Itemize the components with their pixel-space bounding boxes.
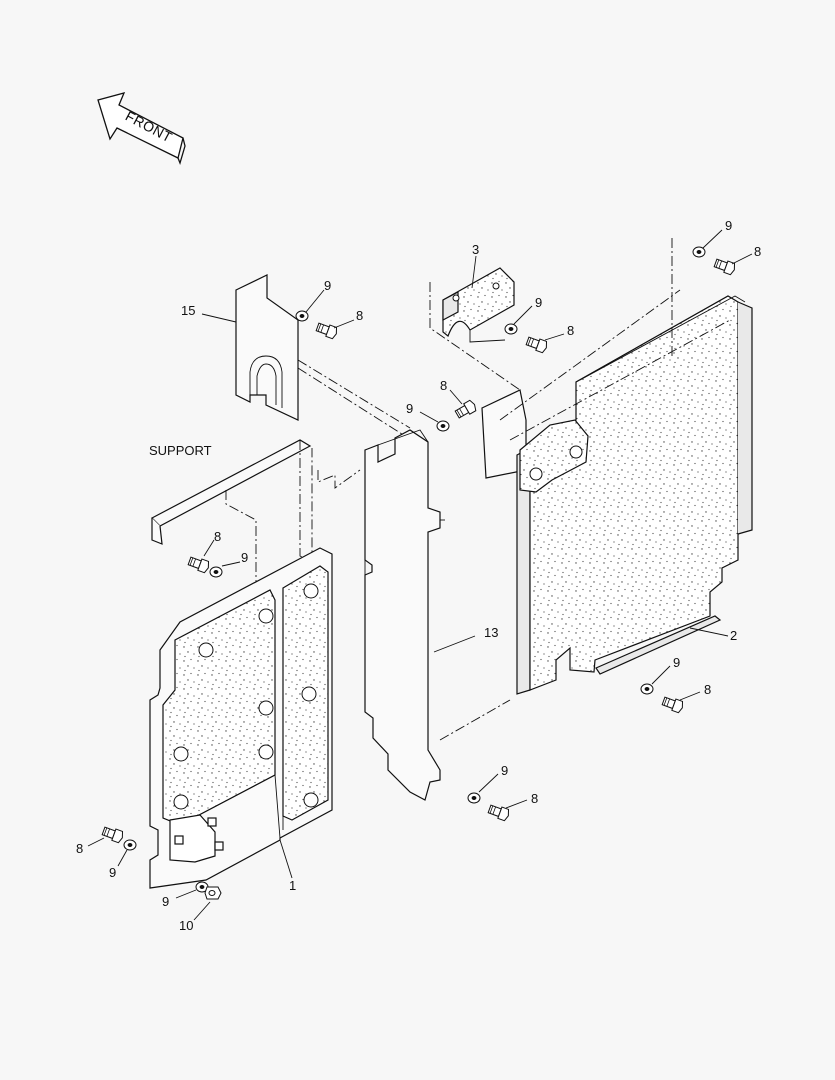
washer-icon bbox=[436, 420, 450, 432]
callout-1: 1 bbox=[289, 878, 296, 893]
washer-icon bbox=[640, 683, 654, 695]
washer-icon bbox=[504, 323, 518, 335]
callout-8: 8 bbox=[531, 791, 538, 806]
callout-8: 8 bbox=[704, 682, 711, 697]
callout-leaders bbox=[87, 229, 753, 921]
bolt-icon bbox=[660, 694, 685, 714]
callout-labels: SUPPORT 15 3 2 13 1 10 9 8 9 8 9 8 8 9 8… bbox=[76, 218, 761, 933]
section-label-support: SUPPORT bbox=[149, 443, 212, 458]
callout-9: 9 bbox=[241, 550, 248, 565]
bolt-icon bbox=[524, 334, 549, 354]
callout-9: 9 bbox=[162, 894, 169, 909]
callout-10: 10 bbox=[179, 918, 193, 933]
callout-8: 8 bbox=[567, 323, 574, 338]
bolt-icon bbox=[100, 824, 125, 844]
callout-8: 8 bbox=[214, 529, 221, 544]
part-15-guard-plate bbox=[235, 274, 411, 437]
washer-icon bbox=[692, 246, 706, 258]
bolt-icon bbox=[712, 256, 737, 276]
nut-icon bbox=[204, 886, 222, 900]
washer-icon bbox=[123, 839, 137, 851]
washer-icon bbox=[467, 792, 481, 804]
callout-8: 8 bbox=[754, 244, 761, 259]
callout-9: 9 bbox=[109, 865, 116, 880]
support-phantom-outline bbox=[151, 439, 361, 600]
callout-9: 9 bbox=[535, 295, 542, 310]
callout-9: 9 bbox=[406, 401, 413, 416]
part-3-support-block bbox=[429, 267, 521, 391]
part-1-front-panel bbox=[149, 547, 333, 889]
callout-9: 9 bbox=[501, 763, 508, 778]
fasteners bbox=[100, 246, 737, 900]
bolt-icon bbox=[186, 554, 211, 574]
front-direction-arrow: FRONT bbox=[97, 92, 186, 165]
callout-9: 9 bbox=[673, 655, 680, 670]
callout-2: 2 bbox=[730, 628, 737, 643]
washer-icon bbox=[209, 566, 223, 578]
part-2-main-panel bbox=[481, 238, 753, 695]
washer-icon bbox=[295, 310, 309, 322]
callout-8: 8 bbox=[440, 378, 447, 393]
part-13-side-plate bbox=[364, 429, 511, 801]
callout-3: 3 bbox=[472, 242, 479, 257]
callout-15: 15 bbox=[181, 303, 195, 318]
bolt-icon bbox=[314, 320, 339, 340]
callout-9: 9 bbox=[725, 218, 732, 233]
bolt-icon bbox=[453, 398, 479, 421]
callout-13: 13 bbox=[484, 625, 498, 640]
callout-8: 8 bbox=[76, 841, 83, 856]
callout-9: 9 bbox=[324, 278, 331, 293]
callout-8: 8 bbox=[356, 308, 363, 323]
bolt-icon bbox=[486, 802, 511, 822]
